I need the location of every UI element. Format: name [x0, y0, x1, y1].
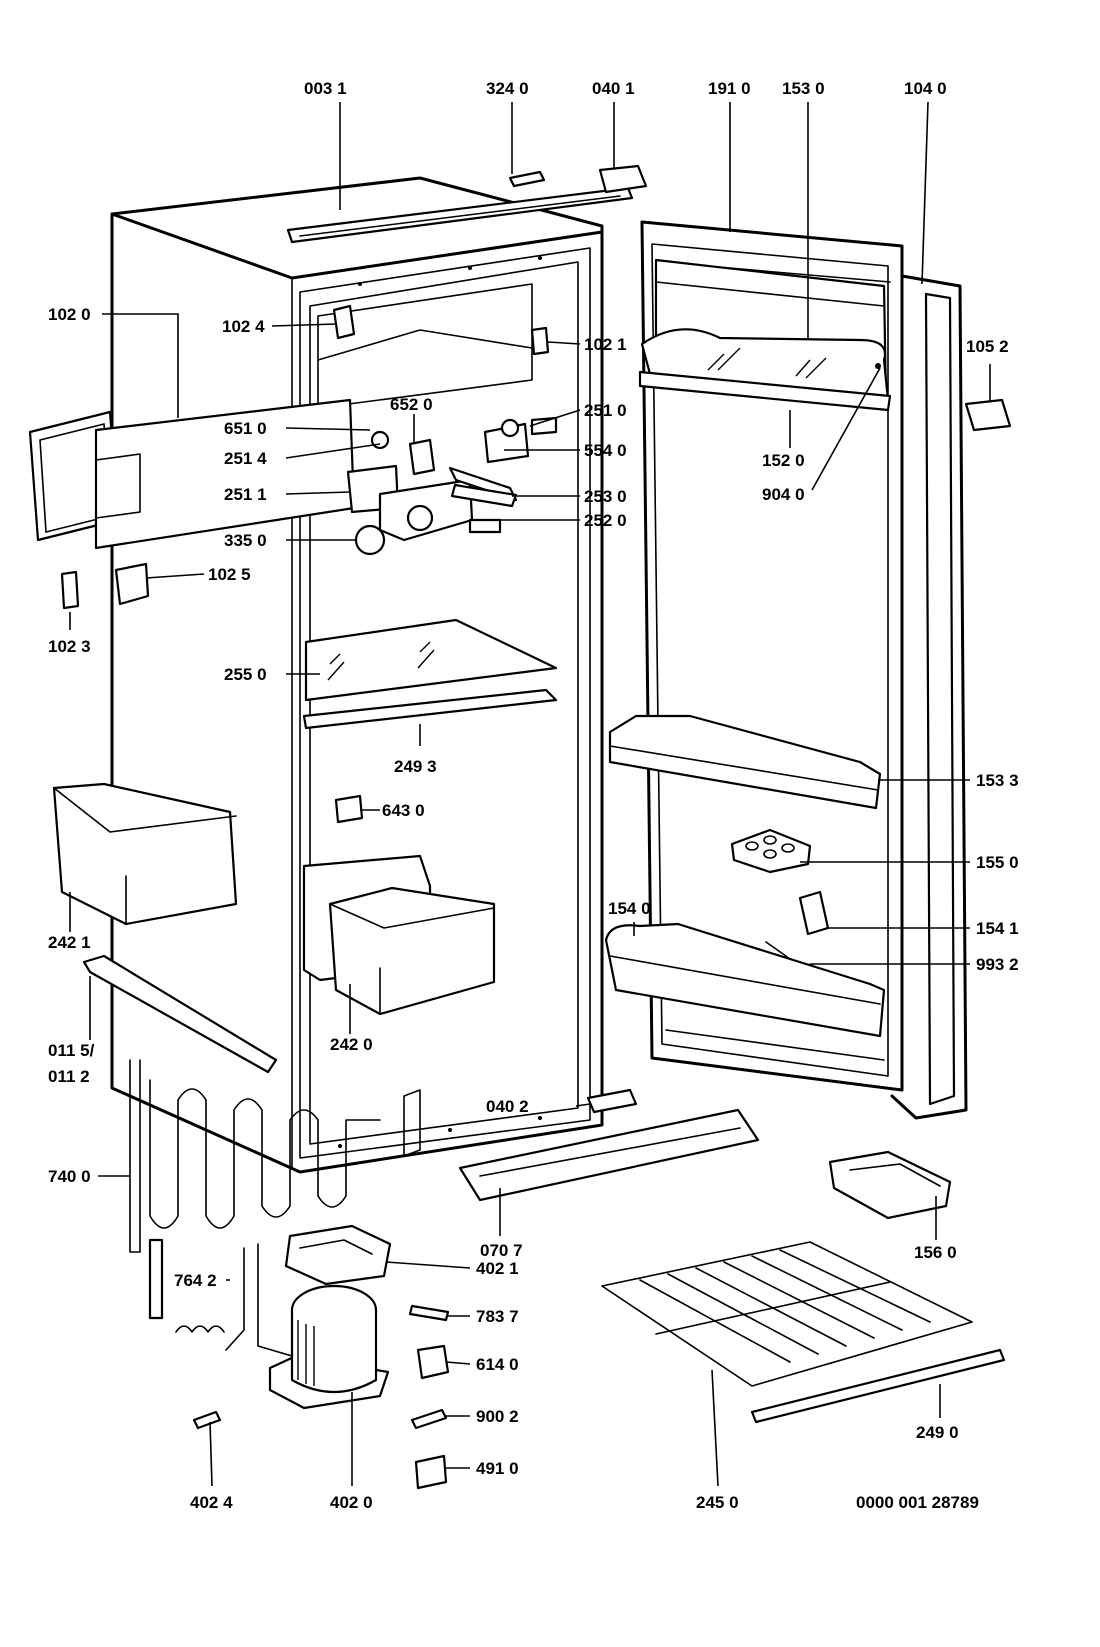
- hinge-040-2: [586, 1088, 638, 1114]
- door-shelf-middle: [608, 714, 882, 810]
- label-764-2: 764 2: [174, 1271, 217, 1290]
- part-102-4: [332, 304, 356, 340]
- label-402-0: 402 0: [330, 1493, 373, 1512]
- door: [640, 220, 968, 1120]
- glass-shelf: [302, 618, 558, 730]
- base-cover: [458, 1108, 760, 1202]
- relay-614-0: [416, 1344, 450, 1380]
- part-102-3: [60, 570, 80, 610]
- label-402-4: 402 4: [190, 1493, 233, 1512]
- label-040-1: 040 1: [592, 79, 635, 98]
- label-251-1: 251 1: [224, 485, 267, 504]
- label-614-0: 614 0: [476, 1355, 519, 1374]
- part-783-7: [408, 1304, 450, 1322]
- label-324-0: 324 0: [486, 79, 529, 98]
- label-105-2: 105 2: [966, 337, 1009, 356]
- crisper-drawer-right: [302, 854, 496, 1016]
- part-102-1: [530, 326, 550, 356]
- label-242-1: 242 1: [48, 933, 91, 952]
- condenser-coil: [129, 1059, 421, 1253]
- hinge-bracket-040-1: [598, 164, 648, 194]
- part-labels: 003 1 324 0 040 1 191 0 153 0 104 0 102 …: [48, 79, 1019, 1512]
- top-trim-strip: [286, 186, 634, 244]
- door-upper-compartment: [638, 258, 892, 412]
- label-252-0: 252 0: [584, 511, 627, 530]
- wire-shelf: [601, 1241, 973, 1387]
- label-245-0: 245 0: [696, 1493, 739, 1512]
- label-102-0: 102 0: [48, 305, 91, 324]
- part-102-5: [114, 562, 150, 606]
- label-153-0: 153 0: [782, 79, 825, 98]
- compressor: [268, 1284, 390, 1410]
- label-242-0: 242 0: [330, 1035, 373, 1054]
- label-156-0: 156 0: [914, 1243, 957, 1262]
- label-740-0: 740 0: [48, 1167, 91, 1186]
- label-904-0: 904 0: [762, 485, 805, 504]
- switch-643-0: [334, 794, 364, 824]
- part-324-0: [508, 170, 546, 188]
- label-251-0: 251 0: [584, 401, 627, 420]
- drier-764-2: [148, 1238, 164, 1320]
- label-651-0: 651 0: [224, 419, 267, 438]
- drawing-number: 0000 001 28789: [856, 1493, 979, 1512]
- label-652-0: 652 0: [390, 395, 433, 414]
- label-335-0: 335 0: [224, 531, 267, 550]
- label-783-7: 783 7: [476, 1307, 519, 1326]
- frame-screw-dots: [338, 256, 542, 1148]
- label-191-0: 191 0: [708, 79, 751, 98]
- label-011-5: 011 5/: [48, 1041, 95, 1060]
- thermostat-assembly: [346, 416, 558, 542]
- label-102-1: 102 1: [584, 335, 627, 354]
- label-491-0: 491 0: [476, 1459, 519, 1478]
- label-011-2: 011 2: [48, 1067, 90, 1086]
- ice-tray: [828, 1150, 952, 1220]
- label-070-7: 070 7: [480, 1241, 523, 1260]
- knob-335-0: [354, 524, 386, 556]
- label-102-5: 102 5: [208, 565, 251, 584]
- label-402-1: 402 1: [476, 1259, 519, 1278]
- leader-lines: [69, 101, 991, 1487]
- label-152-0: 152 0: [762, 451, 805, 470]
- capillary-tube: [225, 1243, 293, 1357]
- label-251-4: 251 4: [224, 449, 267, 468]
- label-154-1: 154 1: [976, 919, 1019, 938]
- label-155-0: 155 0: [976, 853, 1019, 872]
- clip-402-4: [192, 1410, 222, 1430]
- crisper-drawer-left: [52, 782, 238, 926]
- part-154-1: [798, 890, 830, 936]
- rail-249-0: [750, 1348, 1006, 1424]
- label-249-0: 249 0: [916, 1423, 959, 1442]
- evaporator-cover: [28, 398, 356, 550]
- label-249-3: 249 3: [394, 757, 437, 776]
- cover-491-0: [414, 1454, 448, 1490]
- label-003-1: 003 1: [304, 79, 347, 98]
- label-040-2: 040 2: [486, 1097, 529, 1116]
- label-102-3: 102 3: [48, 637, 91, 656]
- label-643-0: 643 0: [382, 801, 425, 820]
- label-104-0: 104 0: [904, 79, 947, 98]
- clip-900-2: [410, 1408, 448, 1430]
- egg-tray: [730, 828, 812, 874]
- label-255-0: 255 0: [224, 665, 267, 684]
- label-102-4: 102 4: [222, 317, 265, 336]
- coil-spring: [175, 1325, 225, 1333]
- label-154-0: 154 0: [608, 899, 651, 918]
- door-shelf-lower: [604, 922, 886, 1038]
- label-153-3: 153 3: [976, 771, 1019, 790]
- bottom-front-rail: [82, 954, 278, 1074]
- label-554-0: 554 0: [584, 441, 627, 460]
- drip-tray: [284, 1224, 392, 1286]
- label-253-0: 253 0: [584, 487, 627, 506]
- hinge-105-2: [964, 398, 1012, 432]
- label-993-2: 993 2: [976, 955, 1019, 974]
- label-900-2: 900 2: [476, 1407, 519, 1426]
